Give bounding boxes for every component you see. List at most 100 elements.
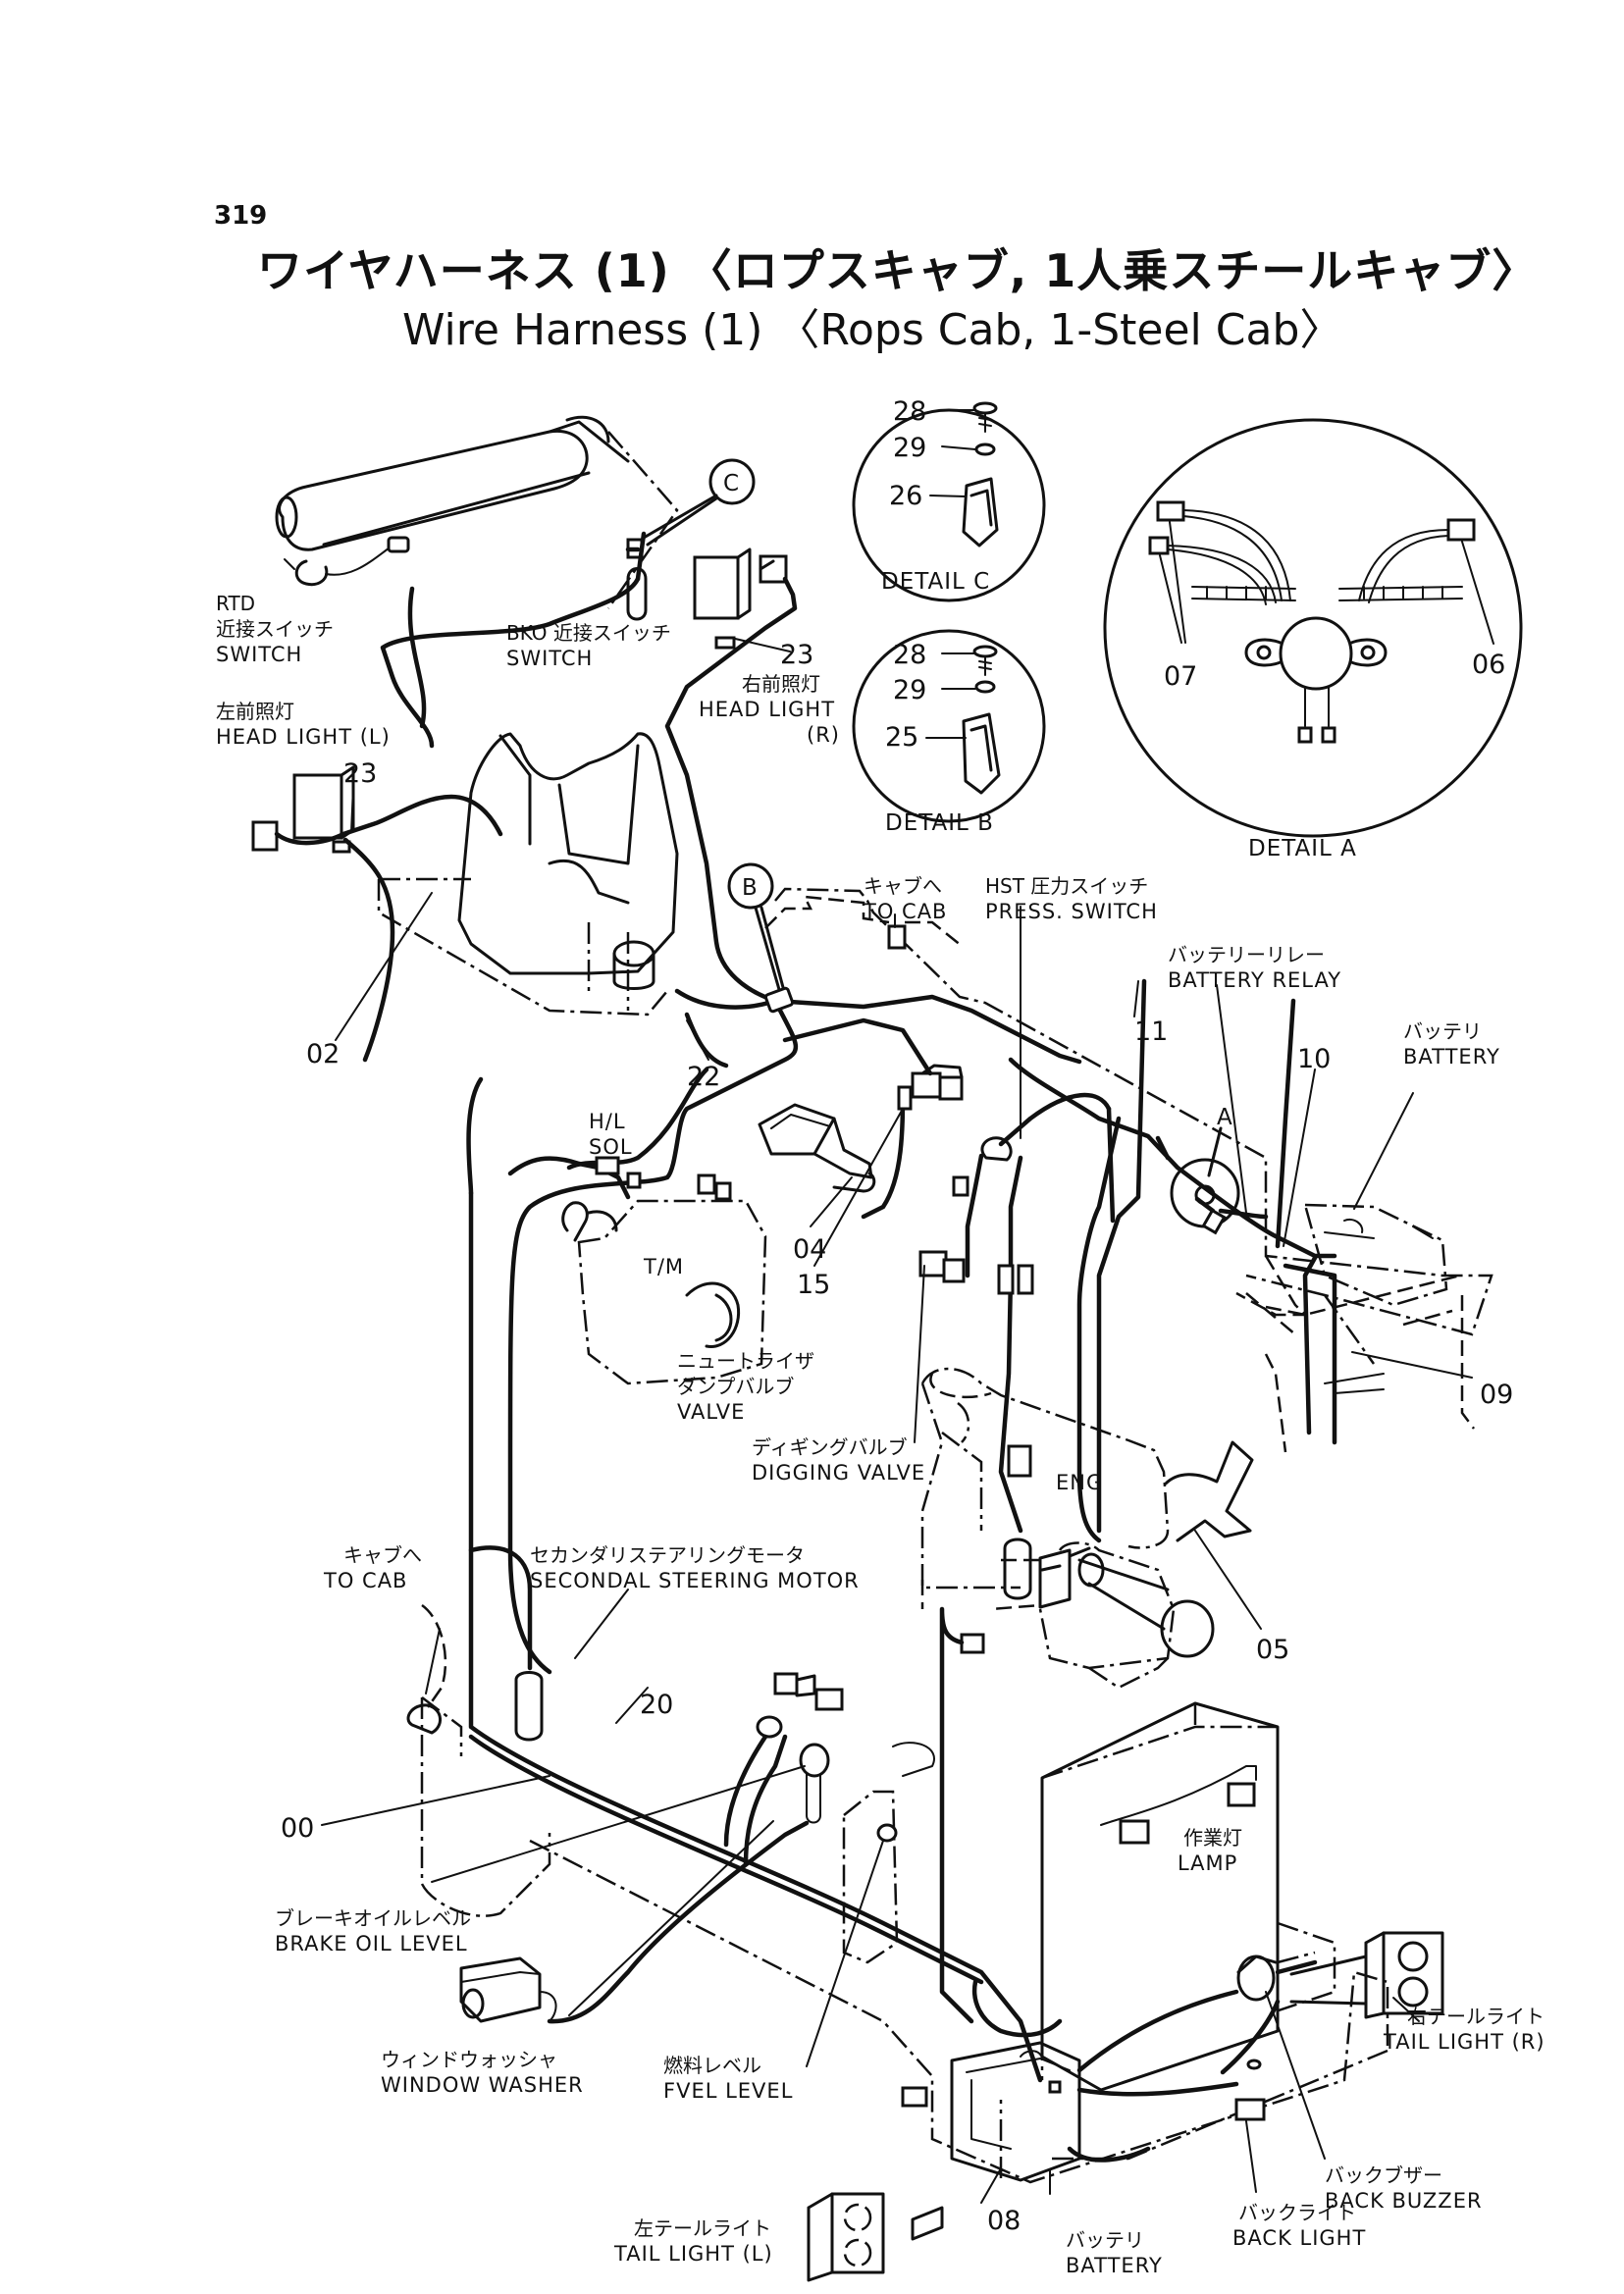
detail-a-circle	[1103, 418, 1523, 838]
svg-text:DIGGING VALVE: DIGGING VALVE	[752, 1461, 925, 1485]
detail-b-circle	[852, 629, 1046, 823]
svg-text:BACK BUZZER: BACK BUZZER	[1325, 2189, 1483, 2213]
svg-text:バックライト: バックライト	[1238, 2201, 1356, 2224]
part-number-28: 28	[893, 640, 926, 670]
label-secondary-steering-motor: セカンダリステアリングモータ SECONDAL STEERING MOTOR	[530, 1543, 860, 1592]
rtd-switch-body	[294, 559, 329, 587]
back-buzzer	[1236, 1955, 1278, 2002]
fuel-tank	[842, 1790, 899, 1964]
svg-text:SECONDAL STEERING MOTOR: SECONDAL STEERING MOTOR	[530, 1569, 860, 1592]
callout-c: C	[642, 458, 756, 547]
svg-text:燃料レベル: 燃料レベル	[663, 2054, 761, 2077]
svg-text:TAIL LIGHT (L): TAIL LIGHT (L)	[613, 2242, 773, 2266]
part-number-29: 29	[893, 675, 926, 705]
svg-text:ディギングバルブ: ディギングバルブ	[752, 1435, 908, 1459]
svg-text:バッテリーリレー: バッテリーリレー	[1168, 943, 1325, 966]
label-window-washer: ウィンドウォッシャ WINDOW WASHER	[381, 2048, 583, 2097]
svg-text:B: B	[742, 875, 759, 901]
part-number-02: 02	[306, 1039, 340, 1069]
detail-c-screw	[972, 401, 998, 433]
tail-light-left	[807, 2192, 944, 2282]
svg-text:右前照灯: 右前照灯	[742, 672, 820, 696]
label-digging-valve: ディギングバルブ DIGGING VALVE	[752, 1435, 925, 1485]
detail-b-screw	[972, 645, 998, 676]
svg-text:C: C	[723, 471, 740, 496]
leader-lines	[284, 558, 1473, 2204]
part-number-20: 20	[640, 1690, 673, 1720]
part-number-28: 28	[893, 396, 926, 427]
back-light	[1234, 2098, 1266, 2121]
part-number-15: 15	[797, 1270, 830, 1300]
page-number: 319	[214, 201, 268, 231]
part-number-07: 07	[1164, 661, 1197, 692]
part-number-26: 26	[889, 481, 922, 511]
svg-text:BKO 近接スイッチ: BKO 近接スイッチ	[506, 621, 671, 645]
part-number-11: 11	[1134, 1017, 1168, 1047]
svg-text:作業灯: 作業灯	[1183, 1826, 1242, 1850]
svg-text:FVEL LEVEL: FVEL LEVEL	[663, 2079, 793, 2103]
label-tail-light-right: 右テールライト TAIL LIGHT (R)	[1383, 2005, 1545, 2054]
hst-pressure-switch	[980, 1136, 1013, 1162]
label-battery-bottom: バッテリ BATTERY	[1066, 2228, 1162, 2277]
to-cab-left-connector	[406, 1703, 442, 1735]
svg-text:キャブへ: キャブへ	[864, 874, 942, 898]
callout-b: B	[727, 862, 786, 995]
svg-text:バックブザー: バックブザー	[1325, 2164, 1442, 2187]
svg-text:SWITCH: SWITCH	[216, 643, 302, 666]
boom-cylinder	[278, 429, 589, 551]
part-number-05: 05	[1256, 1635, 1289, 1665]
label-to-cab-top: キャブへ TO CAB	[863, 874, 946, 923]
label-tail-light-left: 左テールライト TAIL LIGHT (L)	[613, 2216, 773, 2266]
svg-text:バッテリ: バッテリ	[1403, 1019, 1482, 1043]
svg-text:H/L: H/L	[589, 1110, 626, 1133]
label-brake-oil-level: ブレーキオイルレベル BRAKE OIL LEVEL	[275, 1906, 471, 1955]
svg-text:左前照灯: 左前照灯	[216, 700, 294, 723]
label-back-light: バックライト BACK LIGHT	[1232, 2201, 1366, 2250]
head-light-left	[292, 773, 343, 840]
detail-a-connector	[1156, 500, 1185, 522]
detail-b-clamp	[962, 712, 1001, 795]
svg-text:(R): (R)	[807, 723, 840, 747]
window-washer	[459, 1956, 557, 2023]
label-rtd-switch: RTD 近接スイッチ SWITCH	[216, 592, 334, 666]
part-number-25: 25	[885, 722, 918, 753]
detail-a-relay	[1279, 616, 1353, 691]
svg-text:近接スイッチ: 近接スイッチ	[216, 617, 334, 641]
title-japanese: ワイヤハーネス (1) 〈ロプスキャブ, 1人乗スチールキャブ〉	[257, 244, 1539, 297]
svg-text:ウィンドウォッシャ: ウィンドウォッシャ	[381, 2048, 557, 2071]
battery-bottom	[950, 2041, 1081, 2182]
svg-text:BACK LIGHT: BACK LIGHT	[1232, 2226, 1366, 2250]
battery-top	[1303, 1203, 1448, 1307]
transmission	[577, 1199, 767, 1385]
valve-block	[758, 1103, 836, 1156]
label-to-cab-left: キャブへ TO CAB	[323, 1543, 422, 1592]
tail-light-right	[1289, 1931, 1444, 2019]
chassis-outline	[774, 887, 1493, 1365]
engine-box	[1038, 1548, 1072, 1609]
label-transmission: T/M	[643, 1255, 684, 1278]
engine-fan	[1164, 1440, 1254, 1542]
svg-text:セカンダリステアリングモータ: セカンダリステアリングモータ	[530, 1543, 805, 1567]
svg-text:TAIL LIGHT (R): TAIL LIGHT (R)	[1383, 2030, 1545, 2054]
secondary-steering-motor	[514, 1671, 544, 1742]
svg-text:ニュートライザ: ニュートライザ	[677, 1349, 814, 1373]
svg-text:キャブへ: キャブへ	[343, 1543, 422, 1567]
detail-c-clamp	[962, 477, 999, 547]
detail-c-label: DETAIL C	[881, 569, 990, 595]
pressure-sensor	[756, 1672, 844, 1739]
brake-oil-level-sensor	[799, 1743, 830, 1824]
svg-text:VALVE: VALVE	[677, 1400, 745, 1424]
svg-text:SWITCH: SWITCH	[506, 647, 593, 670]
bko-switch-body	[626, 567, 648, 621]
svg-text:HEAD LIGHT (L): HEAD LIGHT (L)	[216, 725, 391, 749]
label-hst-pressure-switch: HST 圧力スイッチ PRESS. SWITCH	[985, 874, 1157, 923]
to-cab-connector	[887, 924, 907, 950]
label-battery-relay: バッテリーリレー BATTERY RELAY	[1168, 943, 1340, 992]
rear-hood	[1040, 1701, 1280, 2092]
label-battery-top: バッテリ BATTERY	[1403, 1019, 1499, 1069]
head-light-right	[693, 555, 740, 620]
label-fuel-level: 燃料レベル FVEL LEVEL	[663, 2054, 793, 2103]
part-number-29: 29	[893, 433, 926, 463]
svg-text:RTD: RTD	[216, 592, 255, 615]
